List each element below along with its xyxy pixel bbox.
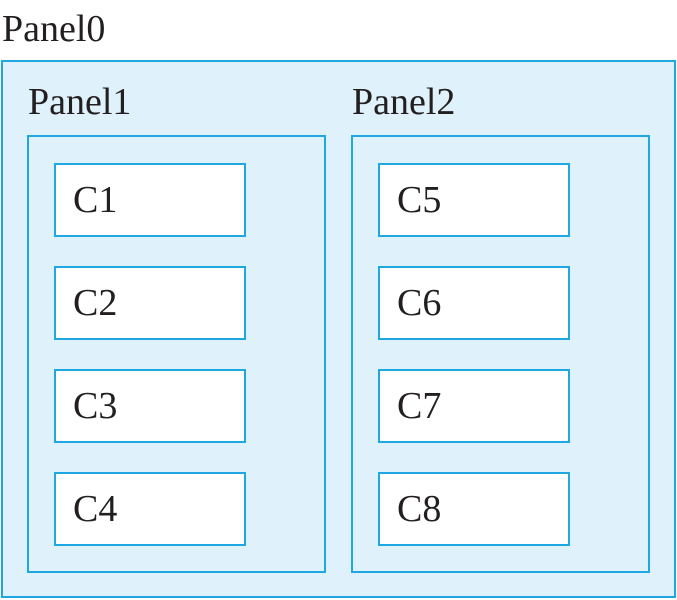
panel0-label: Panel0 [2,8,106,50]
component-c7: C7 [378,369,570,443]
component-label: C1 [73,179,118,221]
component-label: C4 [73,488,118,530]
component-label: C8 [397,488,442,530]
component-label: C7 [397,385,442,427]
component-c4: C4 [54,472,246,546]
panel2-label: Panel2 [352,81,456,123]
component-c8: C8 [378,472,570,546]
component-label: C3 [73,385,118,427]
panel1-label: Panel1 [28,81,132,123]
component-c6: C6 [378,266,570,340]
component-c3: C3 [54,369,246,443]
component-label: C5 [397,179,442,221]
component-label: C2 [73,282,118,324]
component-c5: C5 [378,163,570,237]
component-label: C6 [397,282,442,324]
component-c1: C1 [54,163,246,237]
component-c2: C2 [54,266,246,340]
